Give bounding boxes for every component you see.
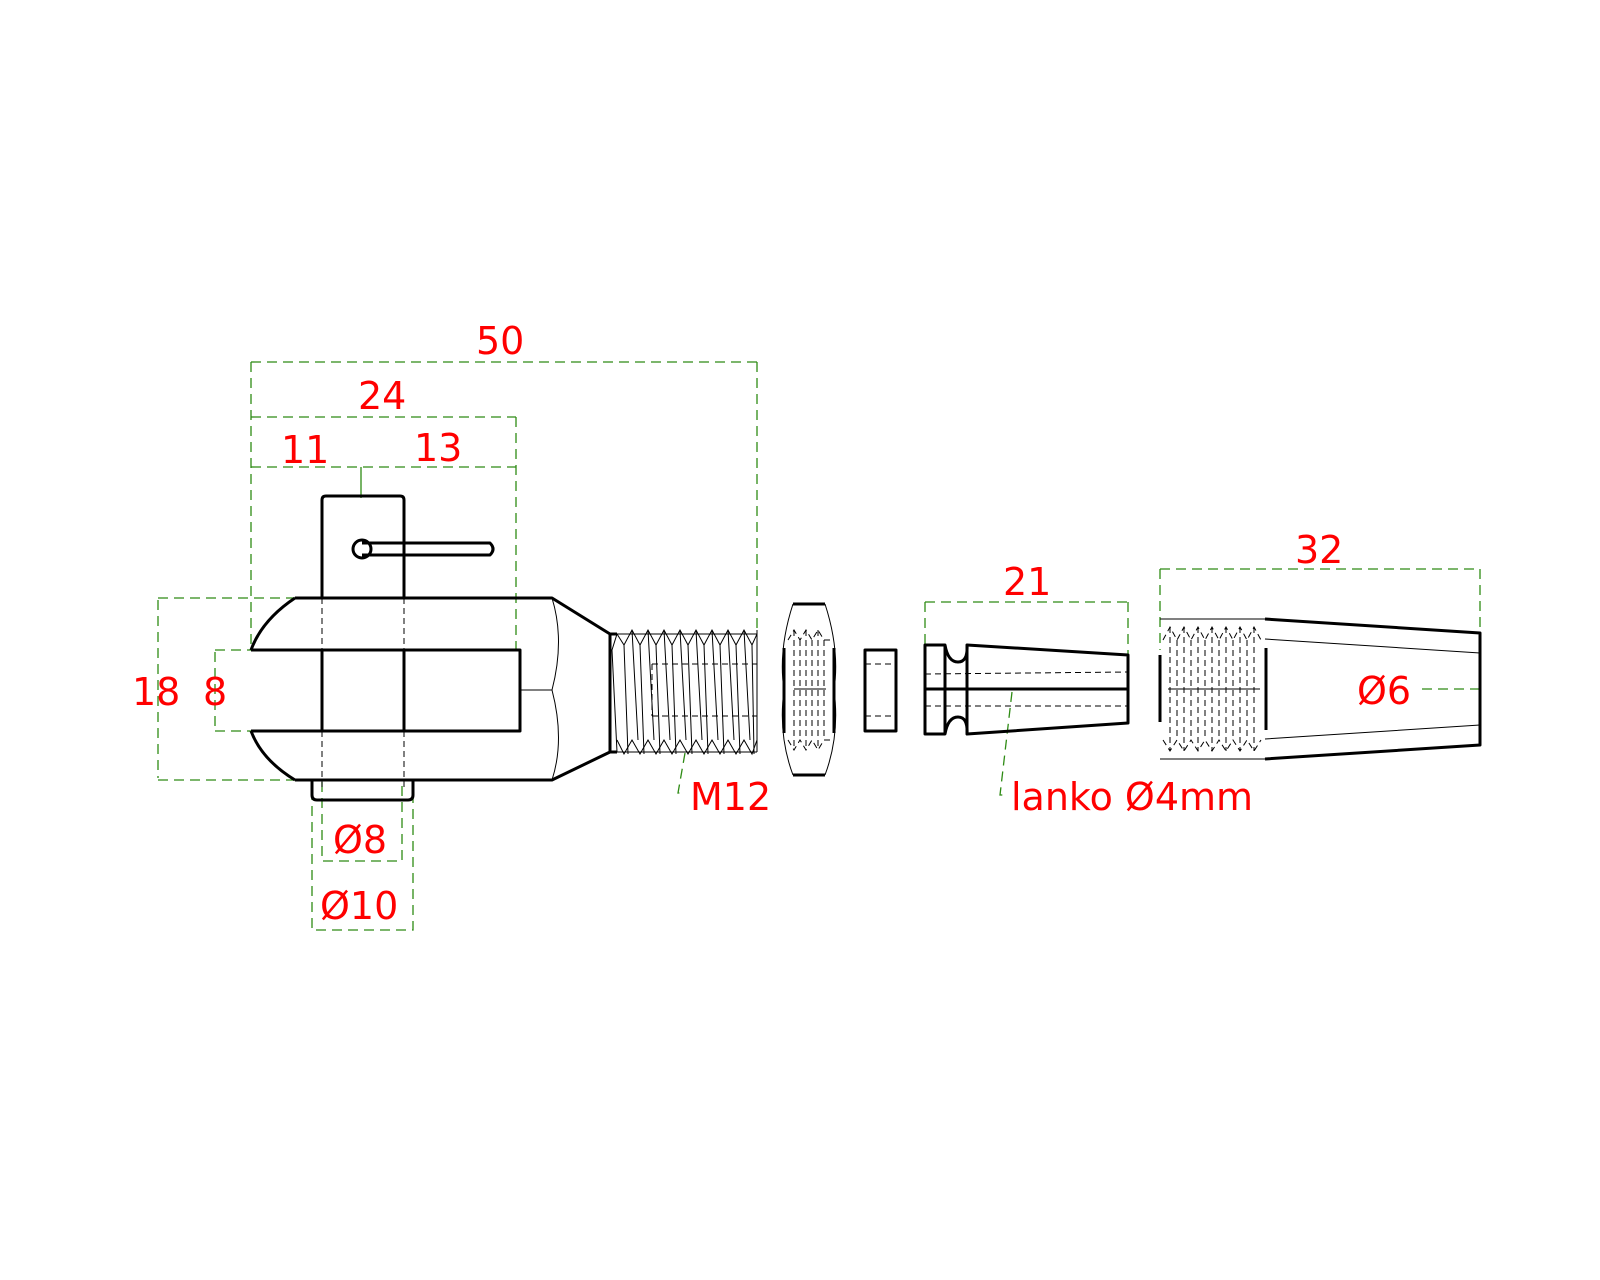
dim-wire-rope-label: lanko Ø4mm	[1011, 775, 1254, 819]
dim-pin-head-diameter-label: Ø10	[320, 884, 399, 928]
dim-wedge-length-label: 21	[1003, 560, 1052, 604]
dim-fork-height-label: 18	[132, 670, 181, 714]
dim-overall-length-label: 50	[476, 319, 525, 363]
clevis-fork	[249, 596, 612, 782]
dim-sleeve-length-label: 32	[1295, 528, 1344, 572]
spacer-ring	[863, 648, 898, 733]
dim-fork-length-label: 24	[358, 374, 407, 418]
cone-wedge	[923, 643, 1130, 736]
dim-slot-width-label: 8	[203, 670, 228, 714]
dim-pin-offset-right-label: 13	[414, 426, 463, 470]
clevis-pin	[310, 494, 495, 802]
dimension-lines	[157, 361, 1481, 931]
threaded-shank	[609, 628, 758, 756]
dim-pin-diameter-label: Ø8	[333, 818, 388, 862]
threaded-sleeve	[1158, 617, 1482, 761]
dim-pin-offset-left-label: 11	[281, 428, 330, 472]
hex-nut	[781, 602, 837, 777]
dim-thread-label: M12	[690, 775, 772, 819]
dim-sleeve-bore-label: Ø6	[1357, 669, 1412, 713]
